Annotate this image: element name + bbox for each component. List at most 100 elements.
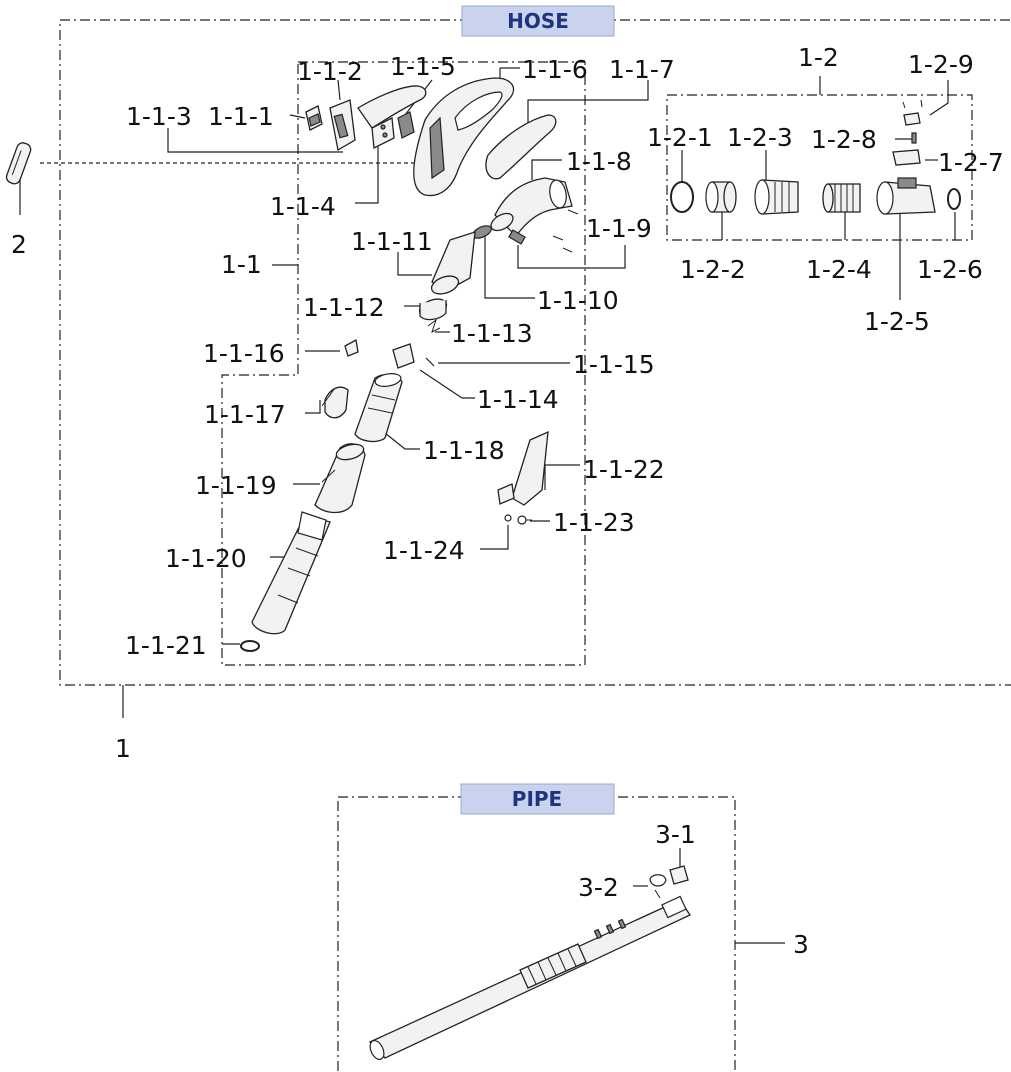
leader-1-1-2 (337, 79, 341, 101)
leader-1-1-10 (484, 236, 535, 299)
label-1-2-1: 1-2-1 (647, 123, 713, 152)
label-1-1-21: 1-1-21 (125, 631, 207, 660)
pipe-header-text: PIPE (512, 787, 562, 811)
label-1-1-18: 1-1-18 (423, 436, 505, 465)
leader-1-1-11 (397, 252, 432, 276)
part-1-1-17-trigger (321, 386, 349, 419)
part-3-2-spring-clip (649, 874, 667, 899)
part-1-2-2-sleeve (705, 181, 737, 213)
label-1: 1 (115, 734, 131, 763)
label-1-1-6: 1-1-6 (522, 55, 588, 84)
label-1-1-4: 1-1-4 (270, 192, 336, 221)
part-1-1-20-lower-wand (251, 511, 331, 635)
part-1-1-2-switch (329, 99, 356, 152)
part-1-2-8-spring (911, 132, 917, 144)
callout-labels: 1-1-2 1-1-5 1-1-6 1-1-7 1-2 1-2-9 1-1-3 … (11, 43, 1004, 959)
part-1-2-7-button (892, 149, 921, 166)
label-1-1-15: 1-1-15 (573, 350, 655, 379)
part-1-1-15-pin (425, 357, 435, 367)
part-1-1-11-nozzle (430, 231, 476, 295)
label-1-2-2: 1-2-2 (680, 255, 746, 284)
hose-header-box (461, 5, 615, 37)
label-1-2-3: 1-2-3 (727, 123, 793, 152)
label-1-2-7: 1-2-7 (938, 148, 1004, 177)
pipe-section: PIPE (337, 783, 736, 1072)
part-1-2-6-ring (947, 188, 961, 210)
part-1-1-18-tube (354, 373, 403, 443)
label-1-1-2: 1-1-2 (297, 57, 363, 86)
leader-1-1-1 (289, 114, 306, 119)
hose-connector-parts (670, 99, 961, 215)
part-1-1-9-screws (508, 209, 579, 253)
leader-1-1-3 (167, 128, 343, 153)
part-1-2-3-cuff (754, 179, 799, 215)
leader-1-1-14 (419, 369, 475, 399)
part-1-1-24-washer (504, 514, 512, 522)
part-3-1-button (669, 865, 689, 885)
label-1-1-1: 1-1-1 (208, 102, 274, 131)
leader-1-2-9 (929, 80, 949, 116)
pipe-frame (337, 796, 736, 1072)
label-1-2: 1-2 (798, 43, 839, 72)
part-1-1-4-pcb (371, 116, 395, 150)
hose-handle-subframe (221, 61, 586, 666)
part-1-1-12-ring (418, 298, 448, 321)
leader-1-1-22 (544, 464, 580, 490)
label-1-1-24: 1-1-24 (383, 536, 465, 565)
label-1-1-7: 1-1-7 (609, 55, 675, 84)
part-1-1-5-grip-cover (357, 85, 427, 129)
part-1-2-4-hose (822, 183, 861, 213)
hose-outer-frame (59, 19, 1011, 686)
part-1-1-14-latch (392, 343, 415, 369)
hose-handle-parts (5, 77, 579, 652)
label-1-2-5: 1-2-5 (864, 307, 930, 336)
part-3-telescopic-pipe (368, 895, 691, 1061)
label-1-1-13: 1-1-13 (451, 319, 533, 348)
leader-1-1-7 (527, 80, 649, 125)
label-2: 2 (11, 230, 27, 259)
leader-1-1-9 (517, 245, 626, 269)
label-1-1-19: 1-1-19 (195, 471, 277, 500)
part-1-2-9-clip (902, 99, 923, 126)
label-1-1-3: 1-1-3 (126, 102, 192, 131)
leader-1-1-4 (355, 140, 379, 204)
label-3: 3 (793, 930, 809, 959)
label-1-1-9: 1-1-9 (586, 214, 652, 243)
label-1-1-12: 1-1-12 (303, 293, 385, 322)
label-1-2-4: 1-2-4 (806, 255, 872, 284)
label-1-1-8: 1-1-8 (566, 147, 632, 176)
part-1-1-8-elbow (490, 177, 573, 237)
label-1-1-23: 1-1-23 (553, 508, 635, 537)
leader-1-1-8 (531, 159, 562, 180)
part-1-1-23-screw (517, 515, 532, 525)
leader-1-1-24 (480, 525, 509, 550)
label-1-1-16: 1-1-16 (203, 339, 285, 368)
label-1-1-14: 1-1-14 (477, 385, 559, 414)
part-1-2-1-ring (670, 181, 694, 213)
pipe-parts (368, 865, 691, 1061)
label-1-1-22: 1-1-22 (583, 455, 665, 484)
label-1-1-11: 1-1-11 (351, 227, 433, 256)
part-1-1-21-oring (240, 640, 260, 652)
pipe-header-box (460, 783, 615, 815)
part-1-1-7-upper-cover (485, 114, 557, 180)
label-1-2-8: 1-2-8 (811, 125, 877, 154)
label-1-1-5: 1-1-5 (390, 52, 456, 81)
part-1-1-19-housing (314, 443, 366, 514)
part-1-1-22-crevice (497, 430, 549, 506)
label-1-2-9: 1-2-9 (908, 50, 974, 79)
part-1-1-5-insert (397, 111, 415, 139)
label-1-1-17: 1-1-17 (204, 400, 286, 429)
part-1-1-6-handle-controls (429, 116, 445, 180)
label-3-1: 3-1 (655, 820, 696, 849)
part-1-1-16-badge (344, 338, 359, 357)
label-1-2-6: 1-2-6 (917, 255, 983, 284)
part-1-1-6-handle-window (454, 91, 503, 131)
label-3-2: 3-2 (578, 873, 619, 902)
label-1-1: 1-1 (221, 250, 262, 279)
hose-connector-subframe (666, 94, 973, 241)
part-2-clip (5, 142, 32, 185)
part-1-1-13-clip (427, 318, 441, 333)
leader-1-1-17 (305, 400, 321, 414)
